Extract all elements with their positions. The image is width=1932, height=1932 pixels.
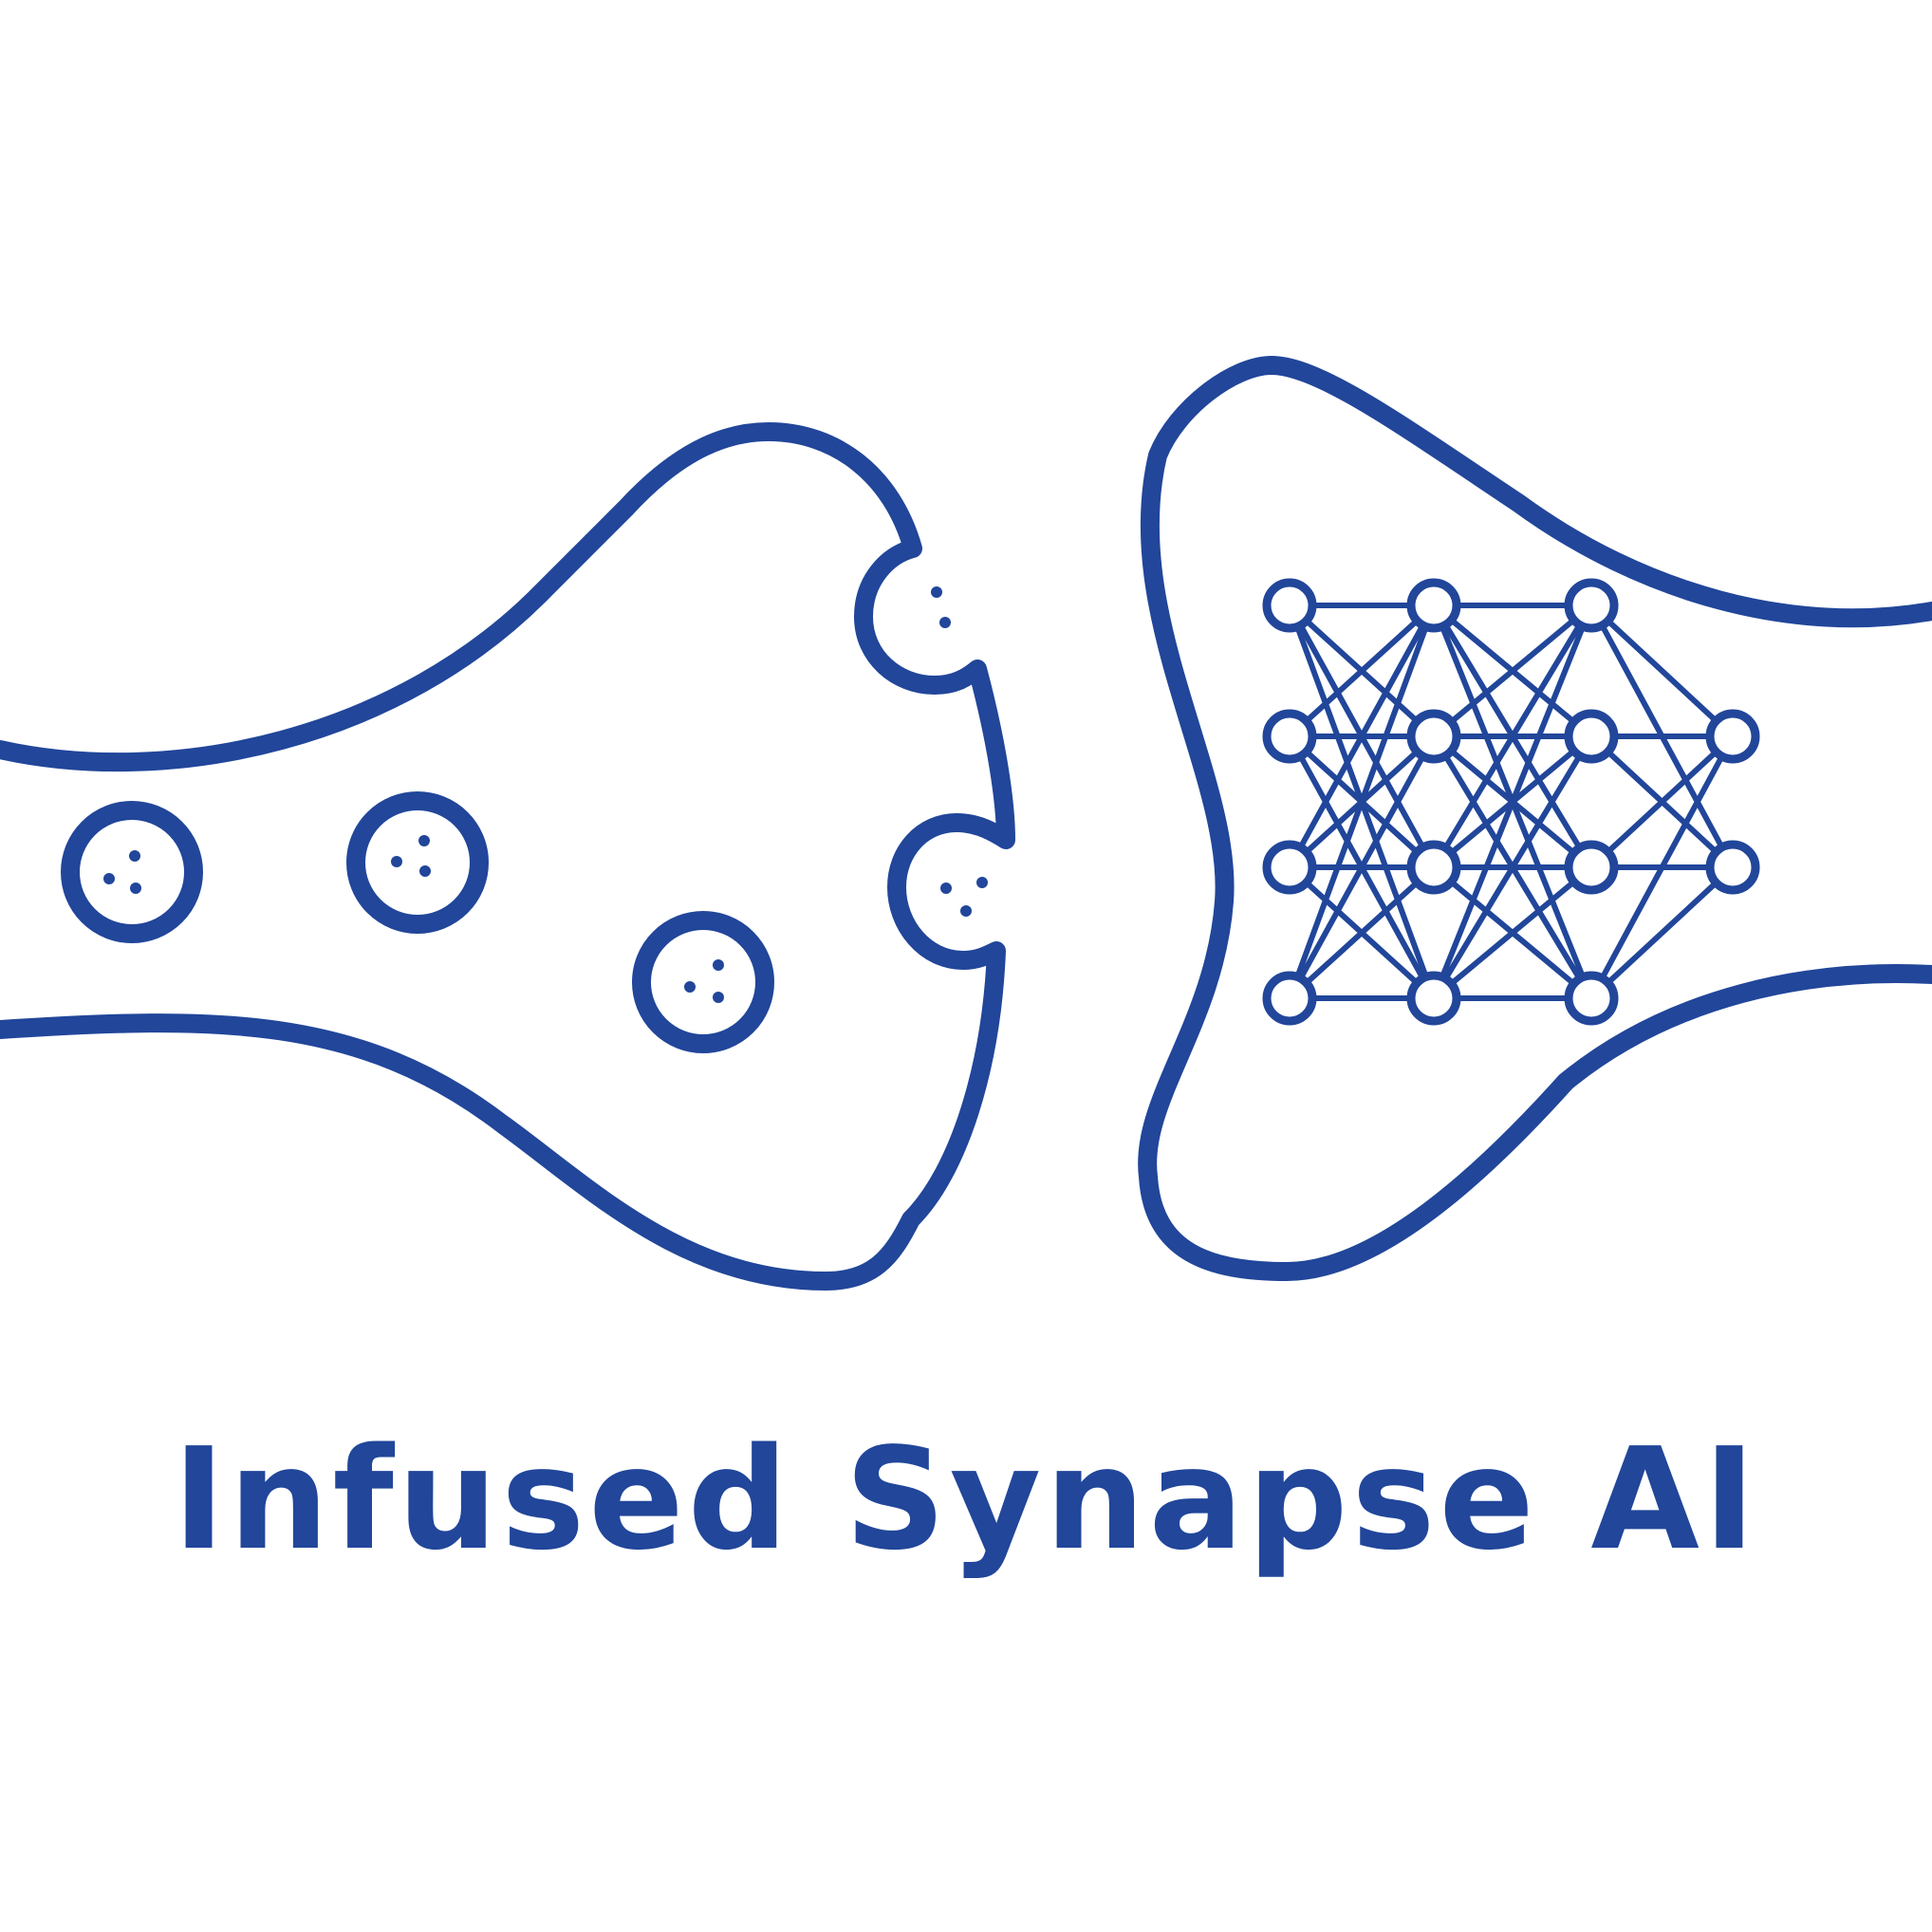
network-node [1406, 840, 1461, 895]
brand-name: Infused Synapse AI [173, 1418, 1759, 1581]
postsynaptic-neuron-icon [1138, 356, 1932, 1281]
network-connection [1287, 604, 1437, 1000]
network-node [1406, 578, 1461, 633]
network-connection [1588, 734, 1736, 870]
network-node [1564, 578, 1619, 633]
network-node [1262, 840, 1317, 895]
network-node [1564, 840, 1619, 895]
network-connection [1287, 604, 1437, 869]
network-connection [1431, 604, 1594, 869]
network-connection [1287, 734, 1437, 1000]
network-connection [1431, 734, 1594, 1000]
neural-network-icon [1262, 578, 1760, 1026]
network-node [1262, 578, 1317, 633]
network-connection [1588, 864, 1736, 1001]
network-connection [1432, 603, 1593, 739]
network-node [1262, 709, 1317, 764]
network-node [1564, 971, 1619, 1026]
network-connection [1588, 603, 1736, 739]
network-connection [1432, 864, 1593, 1001]
network-connection [1287, 603, 1437, 739]
network-connection [1431, 604, 1594, 1000]
presynaptic-terminal-icon [0, 422, 1015, 1291]
network-node [1406, 971, 1461, 1026]
neurotransmitter-dots [103, 586, 988, 1003]
network-node [1564, 709, 1619, 764]
network-node [1705, 709, 1760, 764]
network-node [1705, 840, 1760, 895]
network-connection [1588, 734, 1736, 1000]
network-node [1262, 971, 1317, 1026]
network-node [1406, 709, 1461, 764]
network-connection [1287, 864, 1437, 1001]
synaptic-vesicles [61, 791, 774, 1053]
